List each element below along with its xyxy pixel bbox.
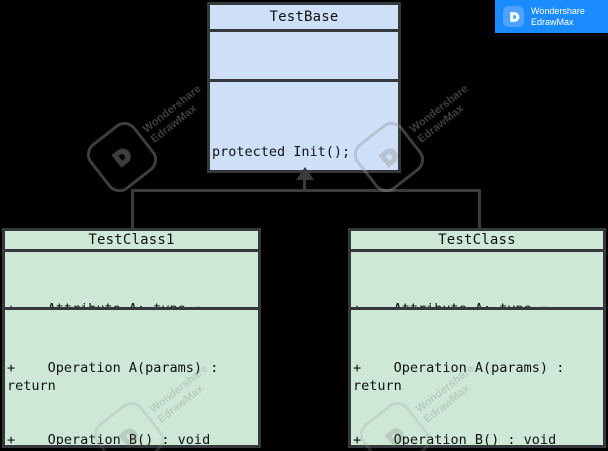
uml-class-testclass1[interactable]: TestClass1 + Attribute A: type = default… (2, 228, 261, 448)
uml-class-testclass-attributes: + Attribute A: type = defaultValue + Att… (351, 249, 603, 307)
uml-operation-row: + Operation B() : void (7, 431, 211, 445)
connector-horizontal-bus (131, 189, 481, 192)
badge-line2: EdrawMax (531, 16, 574, 27)
watermark-line1: Wondershare (140, 82, 204, 136)
watermark-line2: EdrawMax (148, 102, 200, 146)
uml-attribute-row: + Attribute A: type = defaultValue (353, 300, 603, 307)
uml-operation-row: + Operation B() : void (353, 431, 557, 445)
edrawmax-logo-icon (503, 6, 524, 27)
watermark-label-1: Wondershare EdrawMax (141, 83, 212, 147)
uml-attribute-row: + Attribute A: type = defaultValue (7, 300, 258, 307)
uml-class-testbase-operations: protected Init(); (210, 78, 398, 170)
badge-line1: Wondershare (531, 5, 585, 16)
uml-class-testbase[interactable]: TestBase protected GameObject; protected… (207, 2, 401, 173)
uml-class-testclass1-name: TestClass1 (5, 231, 258, 250)
edrawmax-badge[interactable]: Wondershare EdrawMax (495, 0, 608, 33)
inheritance-arrow-icon (296, 167, 314, 180)
edrawmax-badge-label: Wondershare EdrawMax (531, 6, 585, 28)
uml-class-testclass-name: TestClass (351, 231, 603, 250)
watermark-line2: EdrawMax (415, 102, 467, 146)
uml-operation-row: + Operation A(params) : return (353, 359, 573, 394)
watermark-label-2: Wondershare EdrawMax (408, 83, 479, 147)
connector-drop-right (478, 189, 481, 229)
uml-class-testclass1-operations: + Operation A(params) : return + Operati… (5, 306, 258, 445)
connector-stem-vertical (303, 180, 306, 191)
watermark-line1: Wondershare (407, 82, 471, 136)
uml-class-testclass-operations: + Operation A(params) : return + Operati… (351, 306, 603, 445)
uml-operation-row: + Operation A(params) : return (7, 359, 227, 394)
uml-class-testclass[interactable]: TestClass + Attribute A: type = defaultV… (348, 228, 606, 448)
edrawmax-logo-icon (81, 116, 163, 198)
uml-class-testclass1-attributes: + Attribute A: type = defaultValue + Att… (5, 249, 258, 307)
connector-drop-left (131, 189, 134, 229)
uml-class-testbase-name: TestBase (210, 5, 398, 30)
uml-operation-row: protected Init(); (212, 143, 351, 160)
watermark-edrawmax-1: Wondershare EdrawMax (81, 70, 222, 198)
uml-class-testbase-attributes: protected GameObject; (210, 29, 398, 79)
